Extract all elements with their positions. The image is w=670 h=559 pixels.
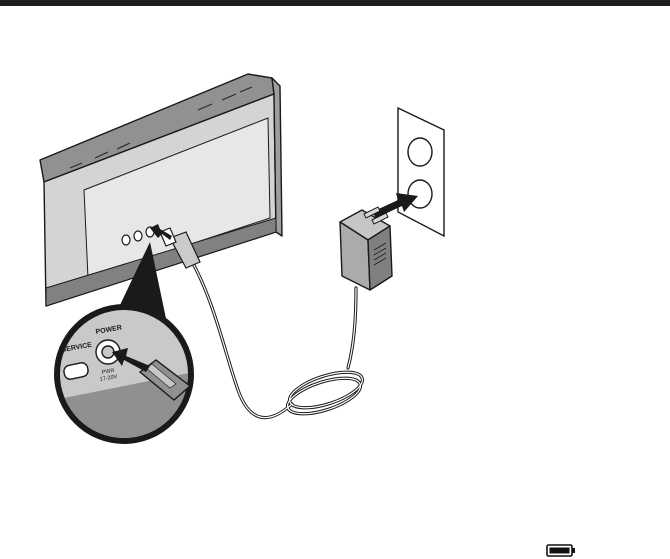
battery-icon <box>546 544 576 557</box>
power-adapter <box>340 210 392 290</box>
outlet-socket-bottom <box>408 180 432 208</box>
speaker <box>40 74 282 306</box>
outlet-socket-top <box>408 138 432 166</box>
power-cable <box>190 258 366 421</box>
wall-outlet <box>398 108 444 236</box>
